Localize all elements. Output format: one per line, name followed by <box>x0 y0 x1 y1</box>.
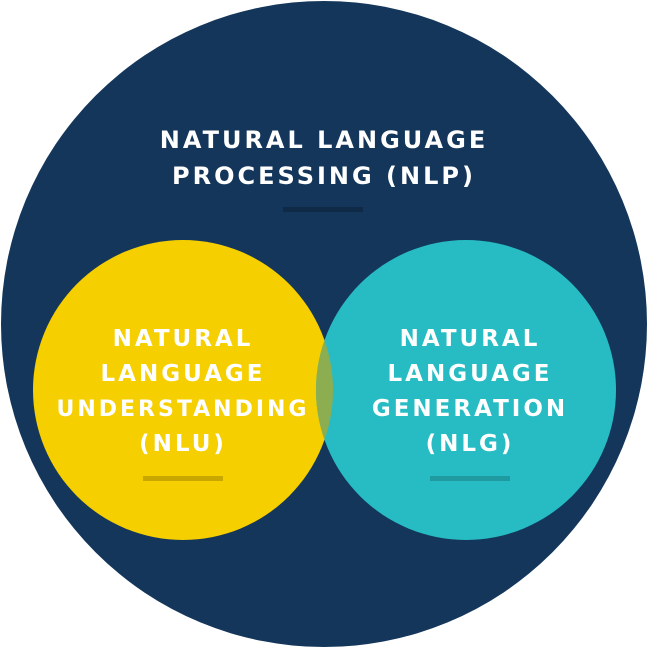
nlu-line1: NATURAL <box>113 326 254 352</box>
nlg-circle <box>316 240 616 540</box>
nlg-line2: LANGUAGE <box>388 361 553 387</box>
nlg-line1: NATURAL <box>400 326 541 352</box>
nlu-line2: LANGUAGE <box>101 361 266 387</box>
nlu-underline <box>143 476 223 481</box>
nlg-line3: GENERATION <box>372 396 568 422</box>
nlg-underline <box>430 476 510 481</box>
nlu-line3: UNDERSTANDING <box>56 397 309 422</box>
nlp-title-line1: NATURAL LANGUAGE <box>160 126 488 154</box>
nlp-underline <box>283 207 363 212</box>
nlg-line4: (NLG) <box>426 431 515 457</box>
nlu-circle <box>33 240 333 540</box>
nlu-line4: (NLU) <box>139 431 227 457</box>
nlp-title-line2: PROCESSING (NLP) <box>172 162 476 190</box>
